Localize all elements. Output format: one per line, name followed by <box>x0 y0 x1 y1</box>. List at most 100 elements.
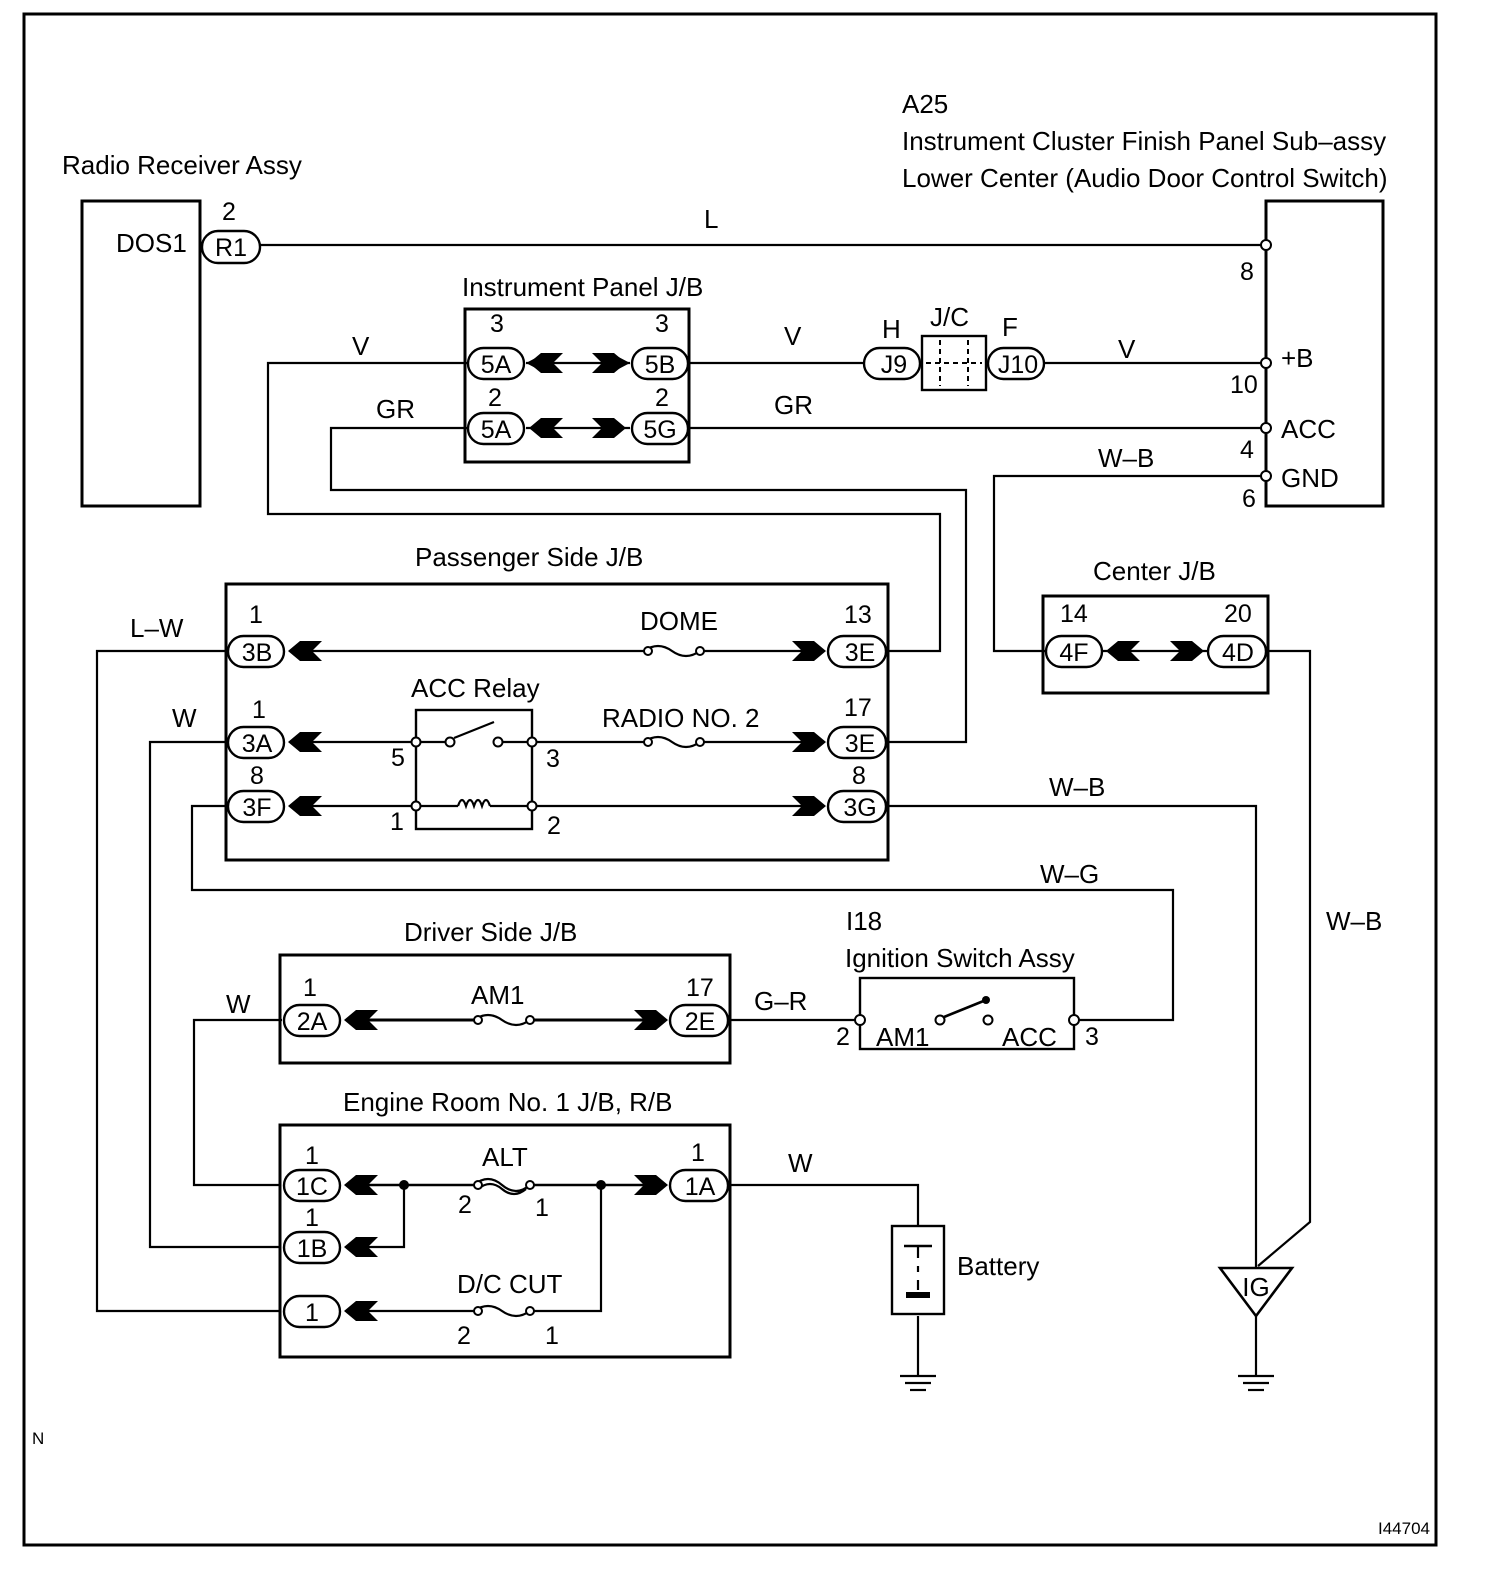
connector-j10: J10 <box>998 351 1038 379</box>
fuse-dome: DOME <box>640 606 718 636</box>
wire-v-right-label: V <box>1118 334 1136 364</box>
engine-room-jb: Engine Room No. 1 J/B, R/B 1 1C ALT 2 1 … <box>278 1087 732 1359</box>
connector-2e: 2E <box>685 1008 716 1036</box>
r1-pin-number: 2 <box>222 198 236 226</box>
a25-pin-4: 4 <box>1240 436 1254 464</box>
wire-wb-top-label: W–B <box>1098 443 1154 473</box>
dos1-pin-name: DOS1 <box>116 228 187 258</box>
engine-jb-1b-pin: 1 <box>305 1204 319 1232</box>
jc-h-label: H <box>882 314 901 344</box>
a25-pin-10: 10 <box>1230 371 1258 399</box>
alt-pin-1: 1 <box>535 1194 549 1222</box>
relay-pin-1: 1 <box>390 808 404 836</box>
pass-jb-3f-pin: 8 <box>250 762 264 790</box>
figure-id: I44704 <box>1378 1519 1430 1538</box>
ip-jb-title: Instrument Panel J/B <box>462 272 703 302</box>
a25-pin-8: 8 <box>1240 258 1254 286</box>
ign-acc-label: ACC <box>1002 1022 1057 1052</box>
ign-title: Ignition Switch Assy <box>845 943 1075 973</box>
connector-3b: 3B <box>242 639 273 667</box>
ign-pin-2: 2 <box>836 1023 850 1051</box>
fuse-dc-cut: D/C CUT <box>457 1269 563 1299</box>
connector-3a: 3A <box>242 730 273 758</box>
connector-5a-bottom: 5A <box>481 416 512 444</box>
wire-wb-3g-label: W–B <box>1049 772 1105 802</box>
connector-j9: J9 <box>881 351 907 379</box>
connector-5g: 5G <box>643 416 676 444</box>
ignition-switch-assy: I18 Ignition Switch Assy AM1 ACC 2 3 <box>836 906 1099 1052</box>
driver-jb-2a-pin: 1 <box>303 974 317 1002</box>
wire-v-left-label: V <box>352 331 370 361</box>
a25-plus-b-label: +B <box>1281 343 1314 373</box>
ign-code: I18 <box>846 906 882 936</box>
ig-ground: IG <box>1217 1266 1295 1392</box>
connector-1c: 1C <box>296 1173 328 1201</box>
battery-label: Battery <box>957 1251 1039 1281</box>
pass-jb-title: Passenger Side J/B <box>415 542 643 572</box>
connector-r1 <box>200 229 262 265</box>
pass-jb-3a-pin: 1 <box>252 696 266 724</box>
pass-jb-3e-mid-pin: 17 <box>844 694 872 722</box>
fuse-radio-no2: RADIO NO. 2 <box>602 703 759 733</box>
ign-am1-label: AM1 <box>876 1022 929 1052</box>
connector-3e-top: 3E <box>845 639 876 667</box>
ign-pin-3: 3 <box>1085 1023 1099 1051</box>
wire-labels: L V V V GR GR W–B L–W W W–B W–G W–B W G–… <box>130 204 1382 1178</box>
connector-4f: 4F <box>1059 639 1088 667</box>
connector-1: 1 <box>305 1299 319 1327</box>
wire-l-label: L <box>704 204 718 234</box>
connector-4d: 4D <box>1222 639 1254 667</box>
connector-3f: 3F <box>242 794 271 822</box>
corner-mark: N <box>32 1429 44 1448</box>
a25-code: A25 <box>902 89 948 119</box>
a25-acc-label: ACC <box>1281 414 1336 444</box>
engine-jb-1c-pin: 1 <box>305 1142 319 1170</box>
dc-cut-pin-2: 2 <box>457 1322 471 1350</box>
radio-receiver-assy: Radio Receiver Assy DOS1 2 R1 <box>62 150 302 508</box>
ip-jb-pin-tr: 3 <box>655 310 669 338</box>
wire-lw-label: L–W <box>130 613 184 643</box>
wire-gr-ign-label: G–R <box>754 986 807 1016</box>
pass-jb-3g-pin: 8 <box>852 762 866 790</box>
center-jb-4f-pin: 14 <box>1060 600 1088 628</box>
acc-relay-title: ACC Relay <box>411 673 540 703</box>
battery: Battery <box>890 1224 1039 1392</box>
center-jb-4d-pin: 20 <box>1224 600 1252 628</box>
relay-pin-5: 5 <box>391 744 405 772</box>
wire-gr-right-label: GR <box>774 390 813 420</box>
ip-jb-pin-bl: 2 <box>488 384 502 412</box>
connector-5b: 5B <box>645 351 676 379</box>
connector-3e-mid: 3E <box>845 730 876 758</box>
wire-w-2a-label: W <box>226 989 251 1019</box>
wire-w-3a-label: W <box>172 703 197 733</box>
wire-wb-right-label: W–B <box>1326 906 1382 936</box>
connector-3g: 3G <box>843 794 876 822</box>
jc-f-label: F <box>1002 312 1018 342</box>
wire-wg-label: W–G <box>1040 859 1099 889</box>
driver-side-jb: Driver Side J/B 1 2A AM1 17 2E <box>278 917 732 1065</box>
connector-1b: 1B <box>297 1235 328 1263</box>
center-jb-title: Center J/B <box>1093 556 1216 586</box>
instrument-panel-jb: Instrument Panel J/B 3 3 2 2 5A 5B 5A 5G <box>462 272 703 464</box>
jc-title: J/C <box>930 302 969 332</box>
radio-receiver-title: Radio Receiver Assy <box>62 150 302 180</box>
alt-pin-2: 2 <box>458 1191 472 1219</box>
wire-w-battery-label: W <box>788 1148 813 1178</box>
dc-cut-pin-1: 1 <box>545 1322 559 1350</box>
ip-jb-pin-tl: 3 <box>490 310 504 338</box>
wire-gr-left-label: GR <box>376 394 415 424</box>
driver-jb-2e-pin: 17 <box>686 974 714 1002</box>
relay-pin-2: 2 <box>547 812 561 840</box>
a25-title-line2: Lower Center (Audio Door Control Switch) <box>902 163 1388 193</box>
connector-1a: 1A <box>685 1173 716 1201</box>
a25-pin-6: 6 <box>1242 485 1256 513</box>
a25-audio-door-control-switch: A25 Instrument Cluster Finish Panel Sub–… <box>902 89 1388 513</box>
ip-jb-pin-br: 2 <box>655 384 669 412</box>
driver-jb-title: Driver Side J/B <box>404 917 577 947</box>
relay-pin-3: 3 <box>546 745 560 773</box>
wire-v-mid-label: V <box>784 321 802 351</box>
junction-connector: J/C H F J9 J10 <box>862 302 1046 392</box>
ig-label: IG <box>1242 1272 1269 1302</box>
connector-r1-label: R1 <box>215 234 247 262</box>
